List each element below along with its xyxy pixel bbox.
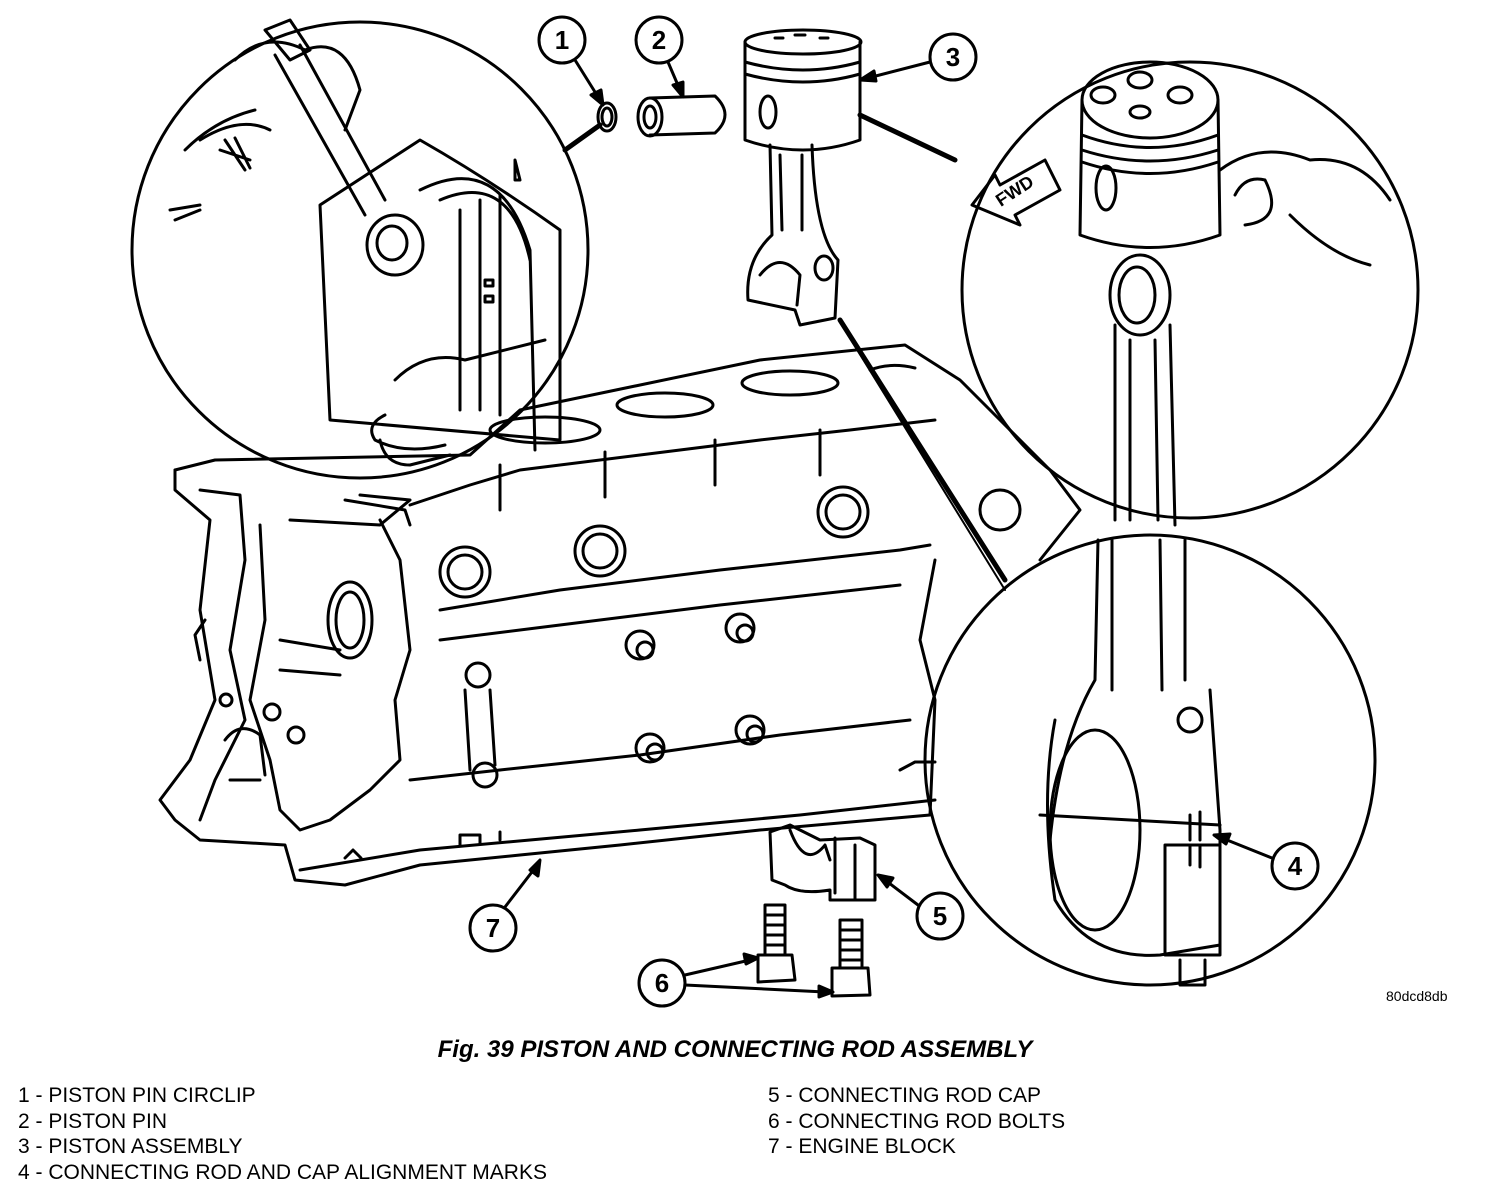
legend-item: 6 - CONNECTING ROD BOLTS (768, 1109, 1065, 1135)
callout-5: 5 (878, 875, 963, 939)
legend-item: 1 - PISTON PIN CIRCLIP (18, 1083, 547, 1109)
piston-assembly (745, 30, 861, 325)
connecting-rod-cap (770, 825, 875, 900)
legend-item: 5 - CONNECTING ROD CAP (768, 1083, 1065, 1109)
legend-right-column: 5 - CONNECTING ROD CAP 6 - CONNECTING RO… (768, 1083, 1065, 1160)
figure-caption: Fig. 39 PISTON AND CONNECTING ROD ASSEMB… (0, 1036, 1470, 1064)
callout-7: 7 (470, 860, 540, 951)
svg-text:7: 7 (486, 913, 500, 943)
svg-text:6: 6 (655, 968, 669, 998)
image-code: 80dcd8db (1386, 988, 1448, 1004)
rod-cap-alignment-view (840, 320, 1375, 985)
connecting-rod-bolts (758, 905, 870, 996)
piston-pin-circlip (598, 103, 616, 131)
piston-pin (638, 96, 725, 136)
legend-item: 2 - PISTON PIN (18, 1109, 547, 1135)
legend-item: 7 - ENGINE BLOCK (768, 1134, 1065, 1160)
legend-item: 4 - CONNECTING ROD AND CAP ALIGNMENT MAR… (18, 1160, 547, 1185)
callout-2: 2 (636, 17, 683, 97)
svg-text:3: 3 (946, 42, 960, 72)
callout-3: 3 (860, 34, 976, 81)
svg-text:5: 5 (933, 901, 947, 931)
engine-diagram: 1 2 3 4 5 (0, 0, 1504, 1040)
svg-text:1: 1 (555, 25, 569, 55)
engine-block (160, 345, 1080, 885)
legend-left-column: 1 - PISTON PIN CIRCLIP 2 - PISTON PIN 3 … (18, 1083, 547, 1185)
callout-4: 4 (1214, 834, 1318, 889)
svg-text:2: 2 (652, 25, 666, 55)
callout-6: 6 (639, 954, 833, 1006)
piston-orientation-view (860, 62, 1418, 525)
svg-text:4: 4 (1288, 851, 1303, 881)
legend-item: 3 - PISTON ASSEMBLY (18, 1134, 547, 1160)
callout-1: 1 (539, 17, 603, 105)
